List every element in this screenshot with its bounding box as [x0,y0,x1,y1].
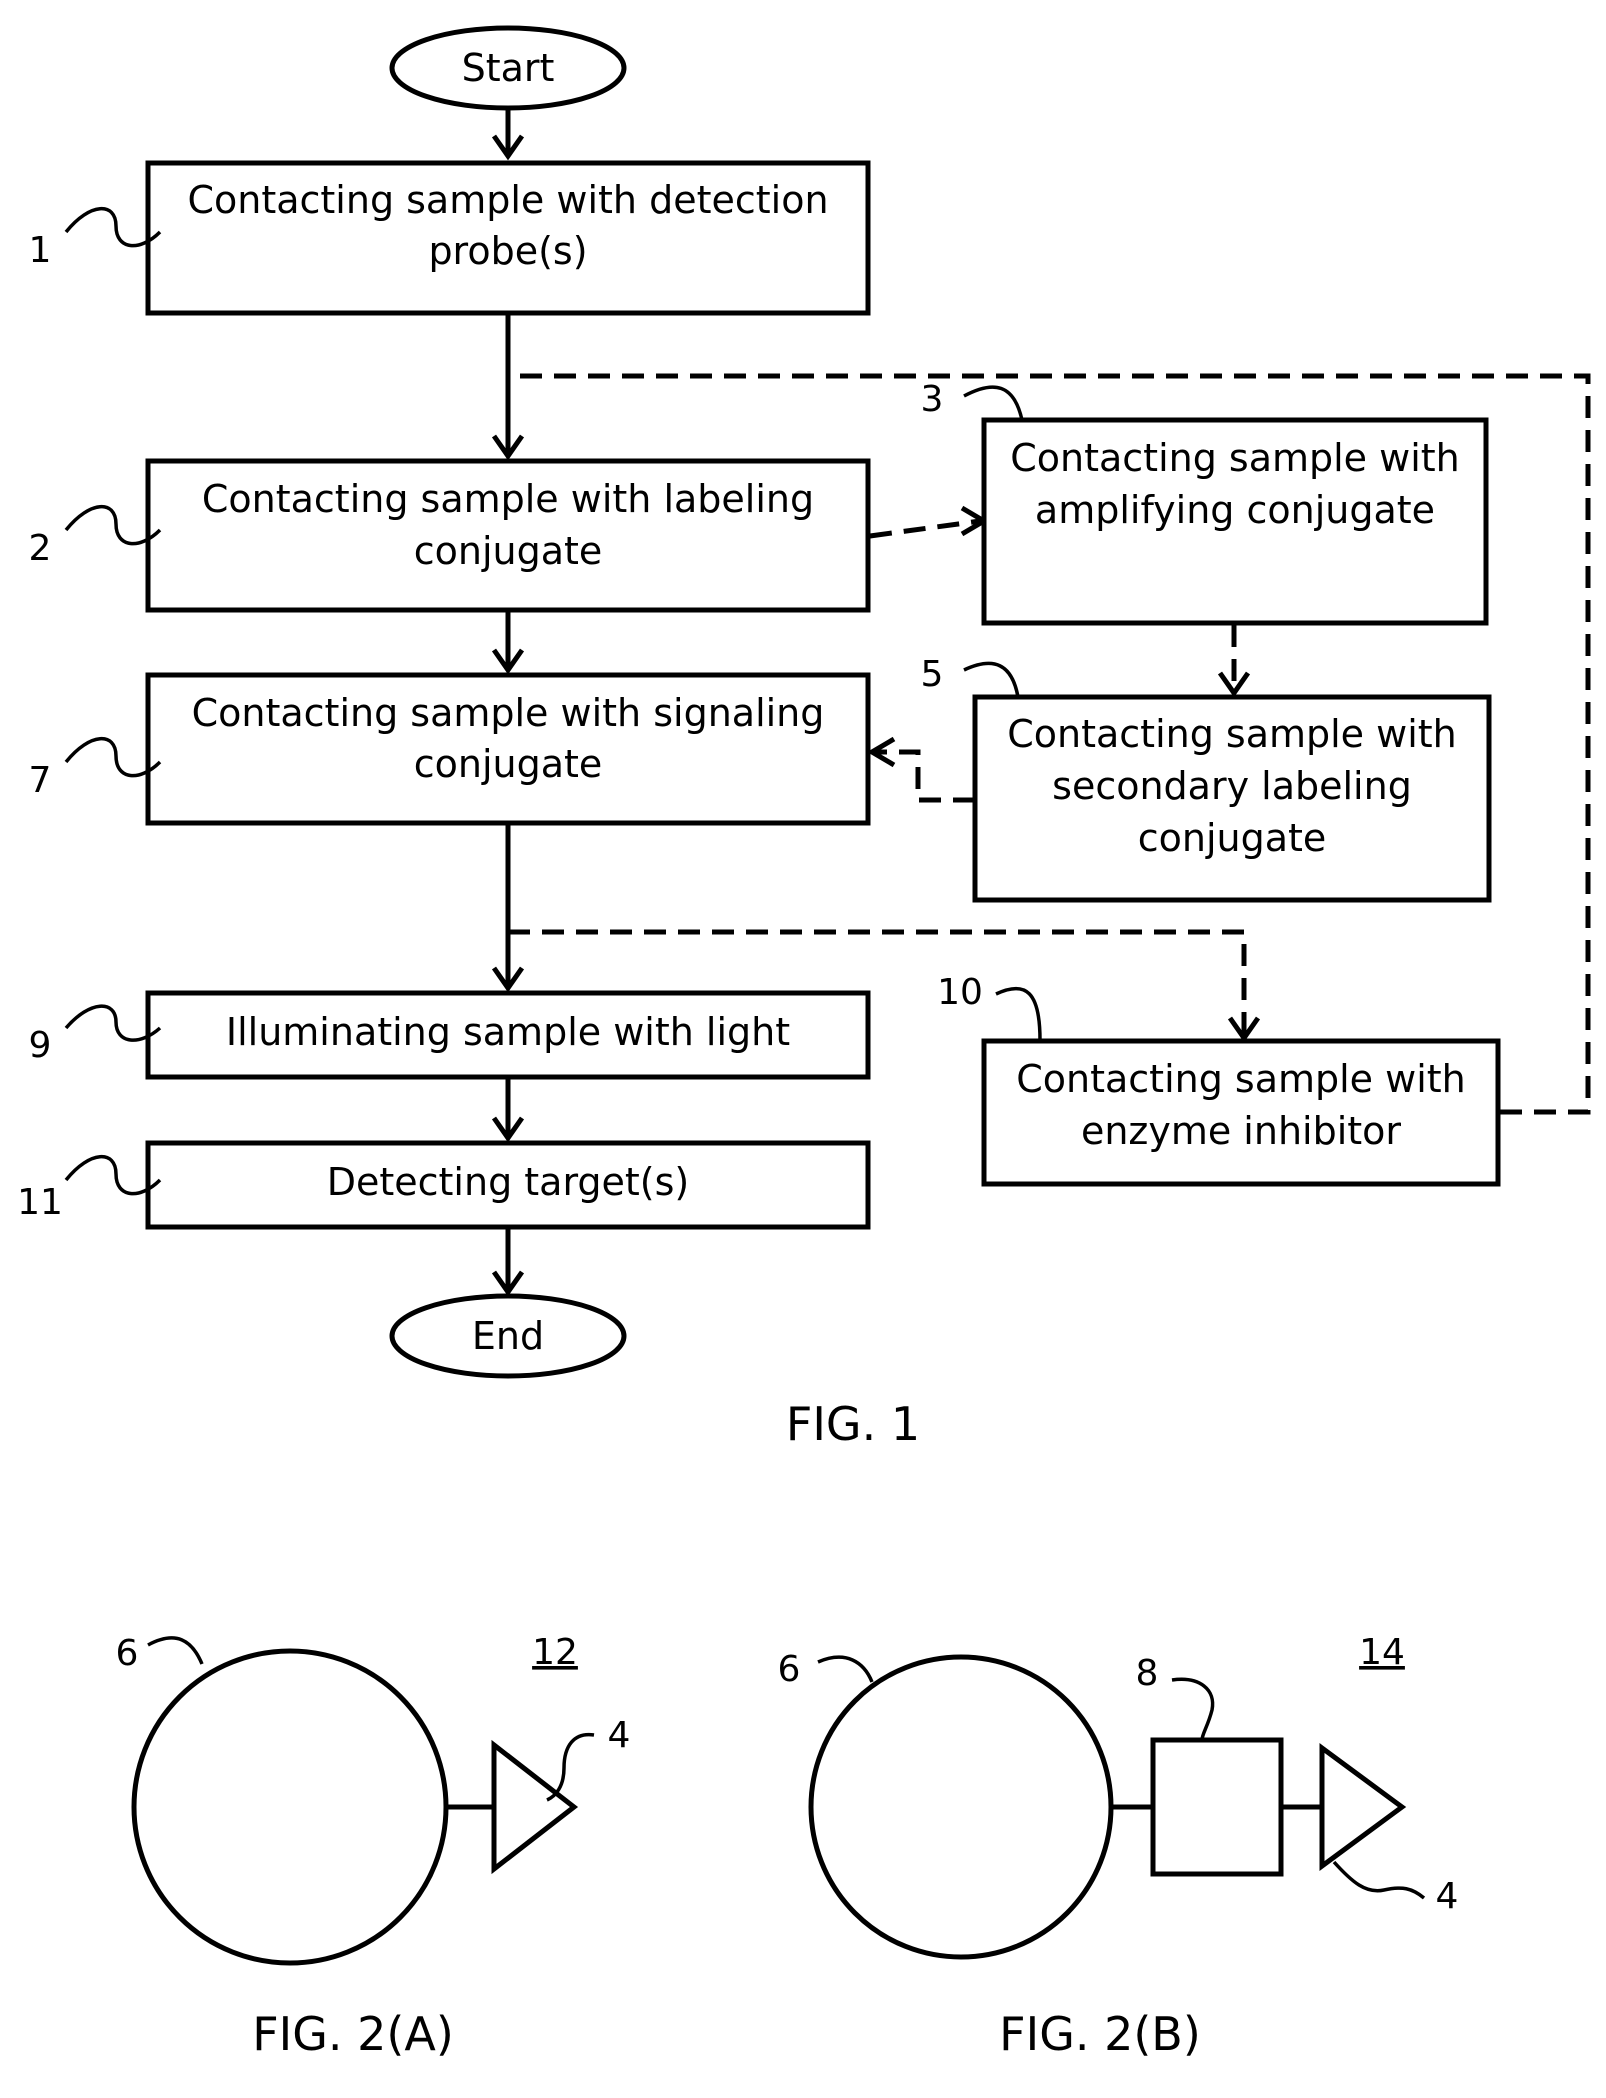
step-5-line-1: Contacting sample with [1007,712,1457,756]
ref-5: 5 [921,654,944,695]
ref-3: 3 [921,379,944,420]
step-box-9: Illuminating sample with light [148,993,868,1077]
step-10-line-2: enzyme inhibitor [1081,1109,1401,1153]
step-7-line-1: Contacting sample with signaling [192,691,825,735]
step-3-line-2: amplifying conjugate [1035,488,1435,532]
step-2-line-2: conjugate [414,529,603,573]
step-5-line-2: secondary labeling [1052,764,1412,808]
ref-9: 9 [29,1025,52,1066]
fig2b-triangle [1322,1748,1402,1866]
fig2b-ref-square: 8 [1136,1653,1159,1694]
fig2b-conjugate: 6 8 14 4 FIG. 2(B) [778,1632,1459,2061]
step-7-line-2: conjugate [414,742,603,786]
fig2a-conjugate: 6 12 4 FIG. 2(A) [116,1632,631,2061]
ref-11: 11 [17,1182,63,1223]
fig2a-circle [134,1651,446,1963]
fig1-caption: FIG. 1 [786,1397,920,1451]
fig2a-triangle [494,1745,574,1869]
step-box-1: Contacting sample with detection probe(s… [148,163,868,313]
ref-10: 10 [937,972,983,1013]
step-box-2: Contacting sample with labeling conjugat… [148,461,868,610]
step-1-line-2: probe(s) [428,229,587,273]
ref-1: 1 [29,230,52,271]
fig2b-caption: FIG. 2(B) [999,2007,1201,2061]
fig2b-circle [811,1657,1111,1957]
ref-7: 7 [29,760,52,801]
step-11-line-1: Detecting target(s) [327,1160,690,1204]
fig2b-ref-triangle: 4 [1436,1876,1459,1917]
step-1-line-1: Contacting sample with detection [187,178,828,222]
step-box-10: Contacting sample with enzyme inhibitor [984,1041,1498,1184]
step-box-7: Contacting sample with signaling conjuga… [148,675,868,823]
fig2b-ref-conjugate: 14 [1359,1632,1405,1673]
end-label: End [472,1314,544,1358]
start-terminal: Start [392,28,624,108]
start-label: Start [462,46,555,90]
step-10-line-1: Contacting sample with [1016,1057,1466,1101]
step-5-line-3: conjugate [1138,816,1327,860]
fig2a-caption: FIG. 2(A) [252,2007,454,2061]
step-9-line-1: Illuminating sample with light [226,1010,790,1054]
fig2a-ref-conjugate: 12 [532,1632,578,1673]
fig1-flowchart: Start End [17,28,1588,1451]
step-box-5: Contacting sample with secondary labelin… [975,697,1489,900]
fig2b-ref-circle: 6 [778,1649,801,1690]
step-3-line-1: Contacting sample with [1010,436,1460,480]
step-box-11: Detecting target(s) [148,1143,868,1227]
fig2a-ref-triangle: 4 [608,1715,631,1756]
fig2b-square [1153,1740,1281,1874]
end-terminal: End [392,1296,624,1376]
step-box-3: Contacting sample with amplifying conjug… [984,420,1486,623]
step-2-line-1: Contacting sample with labeling [202,477,814,521]
fig2a-ref-circle: 6 [116,1633,139,1674]
ref-2: 2 [29,528,52,569]
